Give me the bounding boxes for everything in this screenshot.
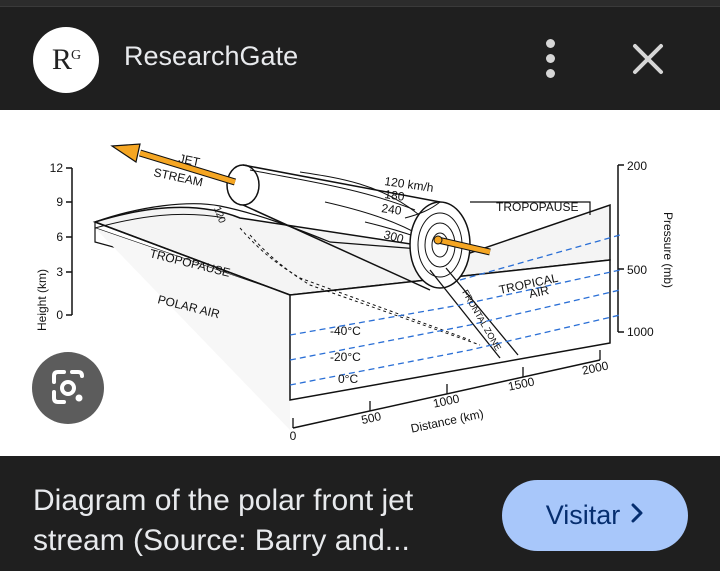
left-tick: 3	[56, 265, 63, 279]
bottom-tick: 2000	[581, 358, 610, 377]
isotach-label: 120 km/h	[384, 174, 435, 195]
status-strip	[0, 0, 720, 7]
bottom-axis-label: Distance (km)	[410, 407, 485, 436]
left-tick: 12	[50, 161, 64, 175]
bottom-tick: 1000	[432, 391, 461, 410]
isotach-label: 180	[384, 187, 406, 204]
isotherm-label: -20°C	[330, 350, 361, 364]
bottom-tick: 1500	[507, 374, 536, 393]
right-axis-label: Pressure (mb)	[661, 212, 675, 288]
left-tick: 6	[56, 230, 63, 244]
image-caption[interactable]: Diagram of the polar front jet stream (S…	[33, 484, 414, 557]
right-tick: 500	[627, 263, 647, 277]
left-tick: 0	[56, 308, 63, 322]
diagram-image[interactable]: Height (km) 12 9 6 3 0 200 500 1000 Pres…	[0, 110, 720, 456]
logo-superscript: G	[70, 48, 81, 63]
jet-stream-diagram: Height (km) 12 9 6 3 0 200 500 1000 Pres…	[35, 143, 675, 443]
left-axis-label: Height (km)	[35, 269, 49, 331]
isotherm-label: -40°C	[330, 324, 361, 338]
bottom-tick: 500	[360, 409, 383, 427]
visit-button[interactable]: Visitar	[502, 480, 688, 551]
chevron-right-icon	[630, 500, 644, 531]
close-icon[interactable]	[626, 37, 670, 81]
more-vert-icon[interactable]	[536, 37, 566, 81]
label-air: AIR	[528, 283, 551, 301]
isotherm-label: 0°C	[338, 372, 358, 386]
logo-letter: R	[51, 43, 72, 76]
label-tropopause-right: TROPOPAUSE	[496, 200, 578, 214]
visit-button-label: Visitar	[545, 500, 621, 530]
site-name[interactable]: ResearchGate	[124, 41, 299, 71]
right-tick: 1000	[627, 325, 654, 339]
google-lens-icon[interactable]	[32, 352, 104, 424]
label-jet: JET	[177, 151, 201, 169]
left-tick: 9	[56, 195, 63, 209]
isotach-label: 300	[382, 227, 405, 246]
right-tick: 200	[627, 159, 647, 173]
isotach-label: 240	[381, 201, 403, 218]
bottom-tick: 0	[290, 429, 297, 443]
